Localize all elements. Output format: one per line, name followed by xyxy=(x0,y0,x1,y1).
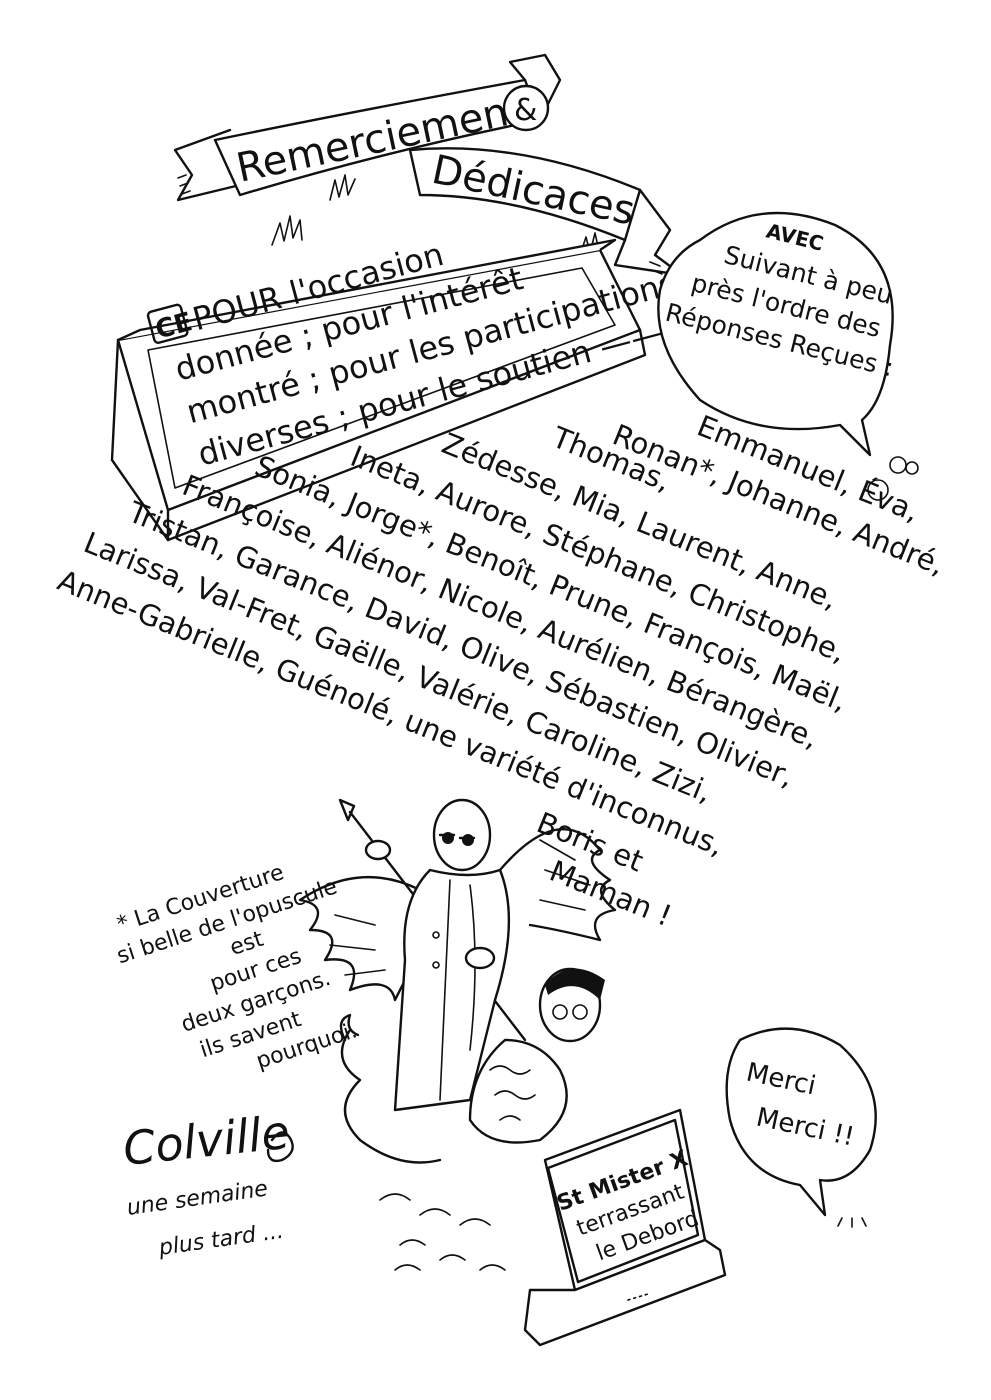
signature-note-1: une semaine xyxy=(125,1176,269,1221)
angel-illustration xyxy=(298,798,617,1271)
signature: Colville une semaine plus tard ... xyxy=(121,1105,294,1261)
order-speech-bubble: AVEC Suivant à peu près l'ordre des Répo… xyxy=(657,211,919,501)
statue-sign: St Mister X terrassant le Debord xyxy=(523,1108,727,1347)
signature-note-2: plus tard ... xyxy=(156,1219,285,1261)
merci-speech-bubble: Merci Merci !! xyxy=(725,1027,877,1228)
footnote: * La Couverture si belle de l'opuscule e… xyxy=(114,860,360,1074)
banner-ampersand: & xyxy=(514,93,537,128)
signature-name: Colville xyxy=(121,1105,293,1176)
